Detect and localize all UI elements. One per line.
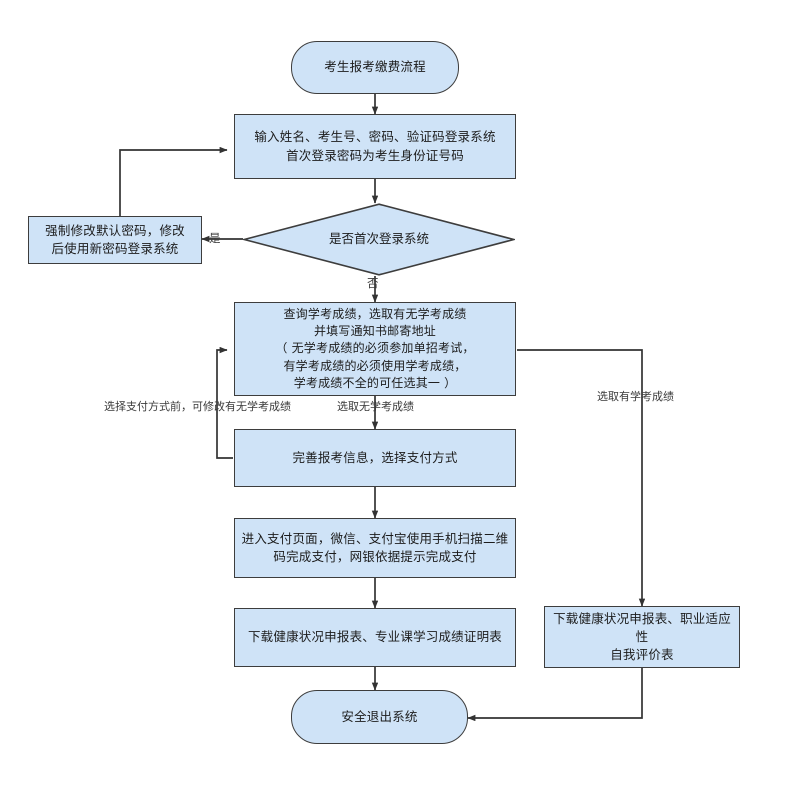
node-payment-page[interactable]: 进入支付页面，微信、支付宝使用手机扫描二维 码完成支付，网银依据提示完成支付 (234, 518, 516, 578)
node-download-right-label: 下载健康状况申报表、职业适应性 自我评价表 (553, 610, 731, 663)
node-start[interactable]: 考生报考缴费流程 (291, 41, 459, 94)
edge-label-modify-before-pay: 选择支付方式前，可修改有无学考成绩 (104, 400, 291, 413)
node-start-label: 考生报考缴费流程 (324, 59, 426, 75)
node-query-scores[interactable]: 查询学考成绩，选取有无学考成绩 并填写通知书邮寄地址 （ 无学考成绩的必须参加单… (234, 302, 516, 396)
edge-download-right-to-exit (467, 668, 643, 722)
edge-changepwd-to-login (119, 146, 228, 216)
node-exit-label: 安全退出系统 (341, 708, 418, 724)
decision-diamond-shape (243, 203, 515, 276)
node-first-login-decision-label: 是否首次登录系统 (328, 231, 429, 247)
edge-complete-to-query-loop (216, 346, 233, 459)
node-download-left[interactable]: 下载健康状况申报表、专业课学习成绩证明表 (234, 608, 516, 667)
edge-label-yes: 是 (209, 231, 221, 245)
node-payment-page-label: 进入支付页面，微信、支付宝使用手机扫描二维 码完成支付，网银依据提示完成支付 (241, 530, 509, 564)
node-query-scores-label: 查询学考成绩，选取有无学考成绩 并填写通知书邮寄地址 （ 无学考成绩的必须参加单… (275, 306, 475, 391)
edge-label-has-scores: 选取有学考成绩 (597, 390, 674, 403)
edge-label-no: 否 (367, 276, 379, 290)
node-first-login-decision[interactable]: 是否首次登录系统 (243, 203, 515, 276)
node-download-left-label: 下载健康状况申报表、专业课学习成绩证明表 (247, 629, 502, 645)
node-complete-info-label: 完善报考信息，选择支付方式 (292, 449, 458, 465)
node-login[interactable]: 输入姓名、考生号、密码、验证码登录系统 首次登录密码为考生身份证号码 (234, 114, 516, 179)
node-change-password[interactable]: 强制修改默认密码，修改 后使用新密码登录系统 (28, 216, 202, 264)
node-exit[interactable]: 安全退出系统 (291, 690, 468, 744)
node-download-right[interactable]: 下载健康状况申报表、职业适应性 自我评价表 (544, 606, 740, 668)
edge-label-no-scores: 选取无学考成绩 (337, 400, 414, 413)
node-change-password-label: 强制修改默认密码，修改 后使用新密码登录系统 (45, 222, 185, 256)
edge-query-to-download-right (517, 349, 646, 607)
node-complete-info[interactable]: 完善报考信息，选择支付方式 (234, 429, 516, 487)
node-login-label: 输入姓名、考生号、密码、验证码登录系统 首次登录密码为考生身份证号码 (254, 129, 496, 163)
